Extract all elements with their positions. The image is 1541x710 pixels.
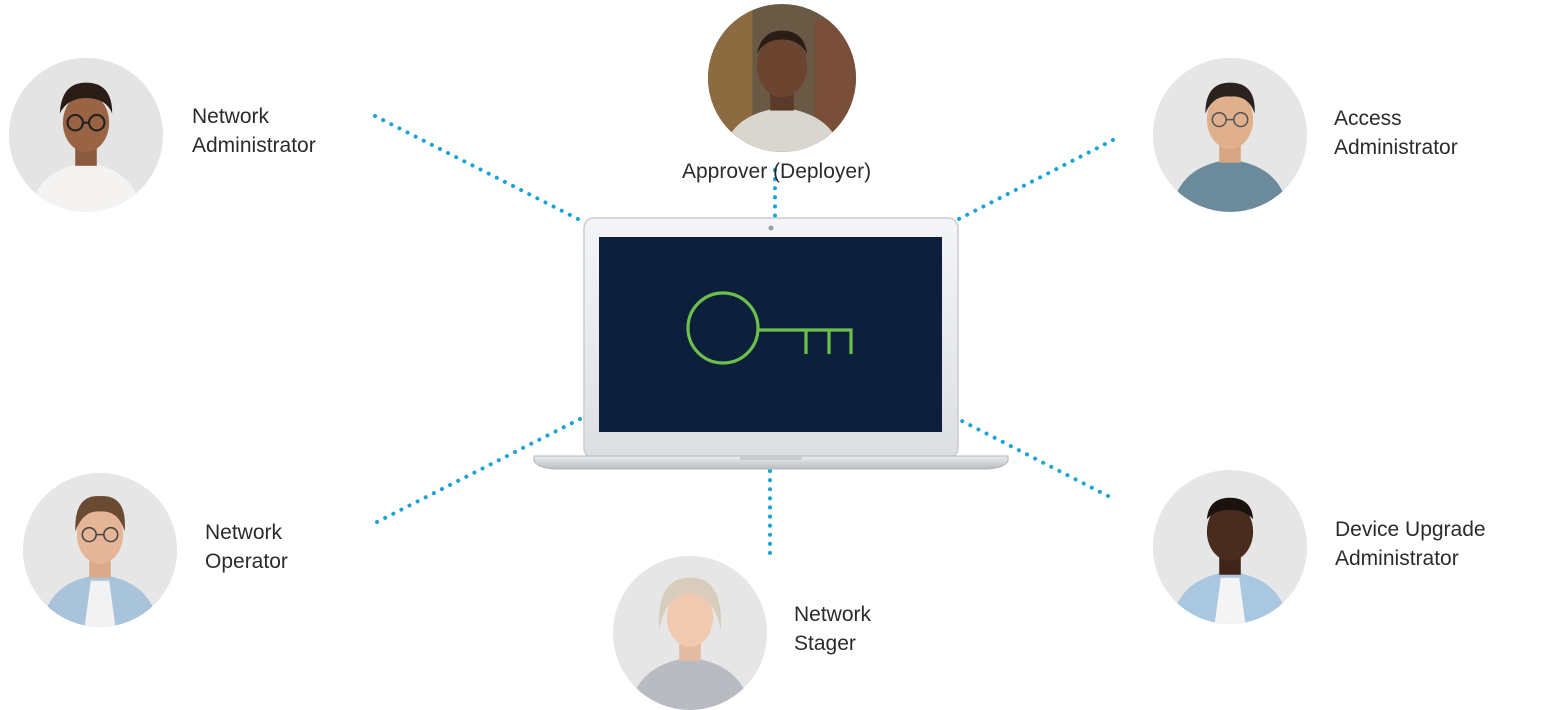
avatar-network-administrator — [9, 58, 163, 212]
connector-network-administrator — [373, 114, 586, 224]
label-network-administrator: Network Administrator — [192, 102, 316, 160]
person-icon — [1153, 58, 1307, 212]
label-line: Stager — [794, 632, 856, 655]
label-line: Network — [794, 603, 872, 626]
avatar-access-administrator — [1153, 58, 1307, 212]
person-icon — [23, 473, 177, 627]
person-icon — [708, 4, 856, 152]
label-line: Administrator — [1335, 547, 1459, 570]
avatar-network-stager — [613, 556, 767, 710]
label-access-administrator: Access Administrator — [1334, 104, 1458, 162]
connector-network-operator — [375, 416, 584, 524]
avatar-approver — [708, 4, 856, 152]
label-line: Approver (Deployer) — [682, 160, 872, 183]
label-line: Network — [205, 521, 283, 544]
laptop-screen — [599, 237, 942, 432]
connector-access-administrator — [955, 138, 1115, 222]
label-approver-deployer: Approver (Deployer) — [682, 157, 871, 186]
label-network-operator: Network Operator — [205, 518, 288, 576]
person-icon — [1153, 470, 1307, 624]
label-line: Network — [192, 105, 270, 128]
label-device-upgrade-administrator: Device Upgrade Administrator — [1335, 515, 1486, 573]
avatar-device-upgrade-administrator — [1153, 470, 1307, 624]
person-icon — [613, 556, 767, 710]
laptop-camera — [768, 225, 774, 231]
key-icon — [686, 291, 853, 365]
label-network-stager: Network Stager — [794, 600, 871, 658]
label-line: Administrator — [1334, 136, 1458, 159]
laptop-base — [533, 455, 1009, 470]
label-line: Access — [1334, 107, 1402, 130]
avatar-network-operator — [23, 473, 177, 627]
label-line: Administrator — [192, 134, 316, 157]
label-line: Device Upgrade — [1335, 518, 1486, 541]
person-icon — [9, 58, 163, 212]
label-line: Operator — [205, 550, 288, 573]
connector-device-upgrade — [960, 419, 1110, 498]
